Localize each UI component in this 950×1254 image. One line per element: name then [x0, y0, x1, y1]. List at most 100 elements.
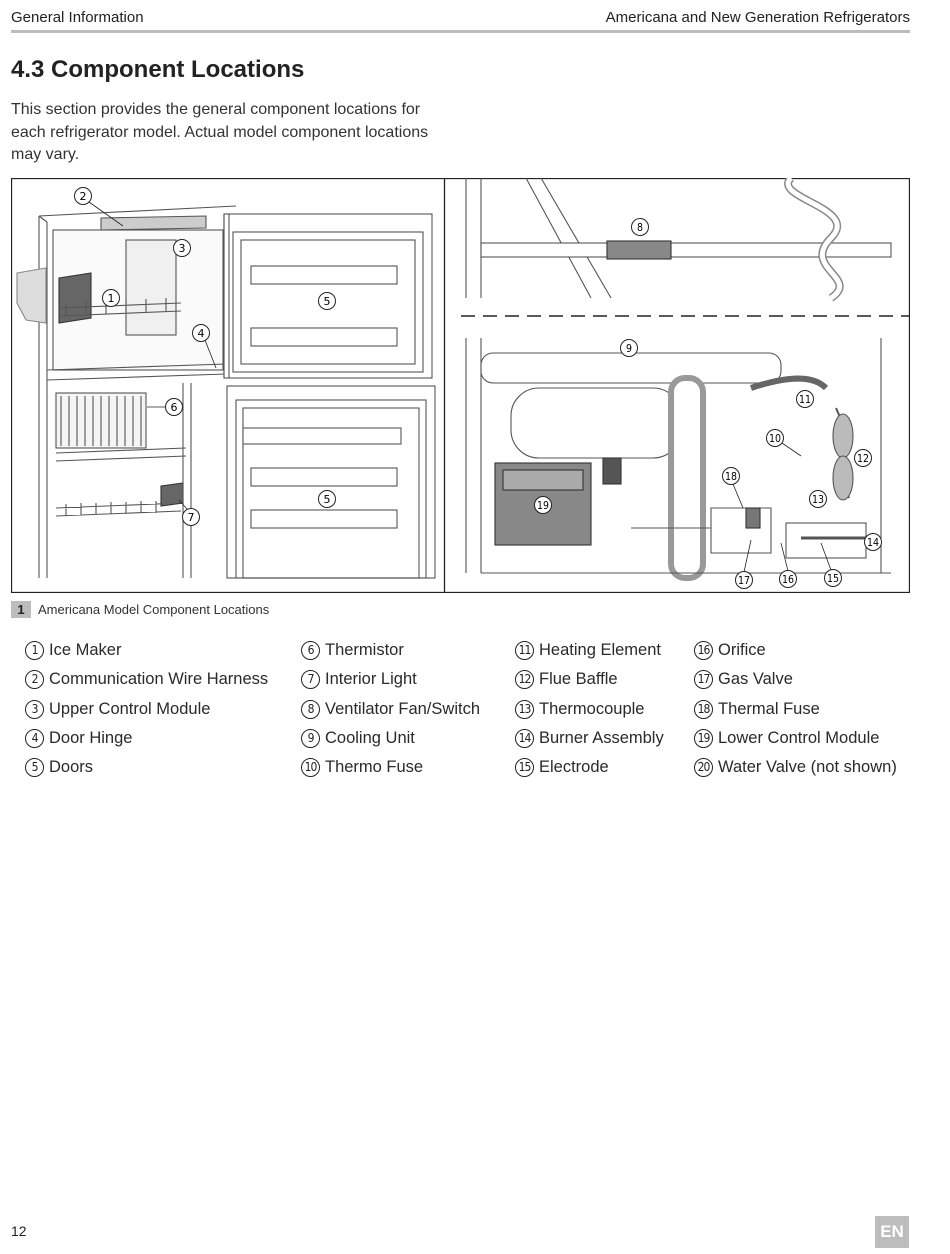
callout-11: 11 — [796, 390, 814, 408]
svg-text:13: 13 — [812, 494, 824, 506]
language-badge: EN — [875, 1216, 909, 1248]
cooling-unit-illustration — [461, 178, 910, 581]
legend-label: Lower Control Module — [718, 729, 880, 748]
legend-number: 20 — [694, 758, 713, 778]
svg-text:14: 14 — [867, 537, 879, 549]
legend-label: Water Valve (not shown) — [718, 758, 897, 777]
callout-9: 9 — [620, 339, 638, 357]
legend-item: 10 Thermo Fuse — [301, 753, 480, 782]
legend-label: Upper Control Module — [49, 699, 211, 718]
callout-6: 6 — [165, 398, 183, 416]
legend-number: 14 — [515, 729, 534, 749]
callout-14: 14 — [864, 533, 882, 551]
svg-text:2: 2 — [80, 190, 87, 203]
legend-item: 16 Orifice — [694, 636, 897, 665]
legend-item: 17 Gas Valve — [694, 665, 897, 694]
callout-3: 3 — [173, 239, 191, 257]
figure-caption: 1 Americana Model Component Locations — [11, 600, 269, 618]
legend-number: 17 — [694, 670, 713, 690]
legend-item: 7 Interior Light — [301, 665, 480, 694]
legend-item: 3 Upper Control Module — [25, 695, 268, 724]
refrigerator-illustration — [16, 205, 436, 579]
header-manual-title: Americana and New Generation Refrigerato… — [605, 9, 910, 26]
svg-text:7: 7 — [188, 511, 195, 524]
legend-label: Thermocouple — [539, 699, 645, 718]
legend-number: 12 — [515, 670, 534, 690]
legend-number: 8 — [301, 699, 320, 719]
callout-15: 15 — [824, 569, 842, 587]
legend-item: 15 Electrode — [515, 753, 664, 782]
legend-label: Electrode — [539, 758, 609, 777]
legend-label: Thermo Fuse — [325, 758, 424, 777]
svg-text:5: 5 — [324, 295, 331, 308]
svg-text:10: 10 — [769, 433, 781, 445]
svg-text:4: 4 — [198, 327, 205, 340]
legend-label: Cooling Unit — [325, 729, 415, 748]
legend-item: 20 Water Valve (not shown) — [694, 753, 897, 782]
callout-5-upper: 5 — [318, 292, 336, 310]
legend-label: Orifice — [718, 641, 766, 660]
callout-7: 7 — [182, 508, 200, 526]
callout-10: 10 — [766, 429, 784, 447]
legend-label: Thermal Fuse — [718, 699, 820, 718]
legend-number: 1 — [25, 641, 44, 661]
svg-text:1: 1 — [108, 292, 115, 305]
legend-number: 16 — [694, 641, 713, 661]
legend-item: 11 Heating Element — [515, 636, 664, 665]
legend-item: 1 Ice Maker — [25, 636, 268, 665]
legend-number: 10 — [301, 758, 320, 778]
legend-number: 7 — [301, 670, 320, 690]
callout-19: 19 — [534, 496, 552, 514]
intro-paragraph: This section provides the general compon… — [11, 101, 429, 163]
callout-8: 8 — [631, 218, 649, 236]
figure-caption-text: Americana Model Component Locations — [38, 601, 270, 617]
callout-17: 17 — [735, 571, 753, 589]
svg-text:6: 6 — [171, 401, 178, 414]
legend-column-2: 6 Thermistor 7 Interior Light 8 Ventilator … — [301, 636, 480, 782]
legend-number: 11 — [515, 641, 534, 661]
legend-number: 4 — [25, 729, 44, 749]
legend-number: 6 — [301, 641, 320, 661]
callout-4: 4 — [192, 324, 210, 342]
page-number: 12 — [11, 1223, 27, 1239]
legend-label: Gas Valve — [718, 670, 793, 689]
callout-12: 12 — [854, 449, 872, 467]
svg-text:12: 12 — [857, 453, 869, 465]
callouts-left: 2 3 1 4 5 6 5 7 — [74, 187, 336, 526]
callout-1: 1 — [102, 289, 120, 307]
figure-number: 1 — [11, 600, 31, 618]
svg-text:15: 15 — [827, 573, 839, 585]
legend-number: 15 — [515, 758, 534, 778]
svg-text:3: 3 — [179, 242, 186, 255]
legend-label: Thermistor — [325, 641, 404, 660]
legend-label: Heating Element — [539, 641, 661, 660]
legend-item: 13 Thermocouple — [515, 695, 664, 724]
svg-text:11: 11 — [799, 394, 811, 406]
header-rule — [11, 30, 910, 33]
legend-number: 9 — [301, 729, 320, 749]
svg-text:19: 19 — [537, 500, 549, 512]
legend-label: Interior Light — [325, 670, 417, 689]
callout-18: 18 — [722, 467, 740, 485]
legend-number: 19 — [694, 729, 713, 749]
legend-item: 6 Thermistor — [301, 636, 480, 665]
svg-text:8: 8 — [637, 222, 643, 234]
legend-number: 3 — [25, 699, 44, 719]
component-diagram: 2 3 1 4 5 6 5 7 8 9 11 10 12 18 13 19 14… — [11, 178, 910, 593]
svg-text:17: 17 — [738, 575, 750, 587]
legend-column-4: 16 Orifice 17 Gas Valve 18 Thermal Fuse 19 L… — [694, 636, 897, 782]
legend-number: 13 — [515, 699, 534, 719]
legend-number: 2 — [25, 670, 44, 690]
legend-label: Ventilator Fan/Switch — [325, 699, 480, 718]
callout-13: 13 — [809, 490, 827, 508]
legend-label: Ice Maker — [49, 641, 122, 660]
header-section: General Information — [11, 9, 144, 26]
legend-label: Doors — [49, 758, 94, 777]
legend-number: 18 — [694, 699, 713, 719]
